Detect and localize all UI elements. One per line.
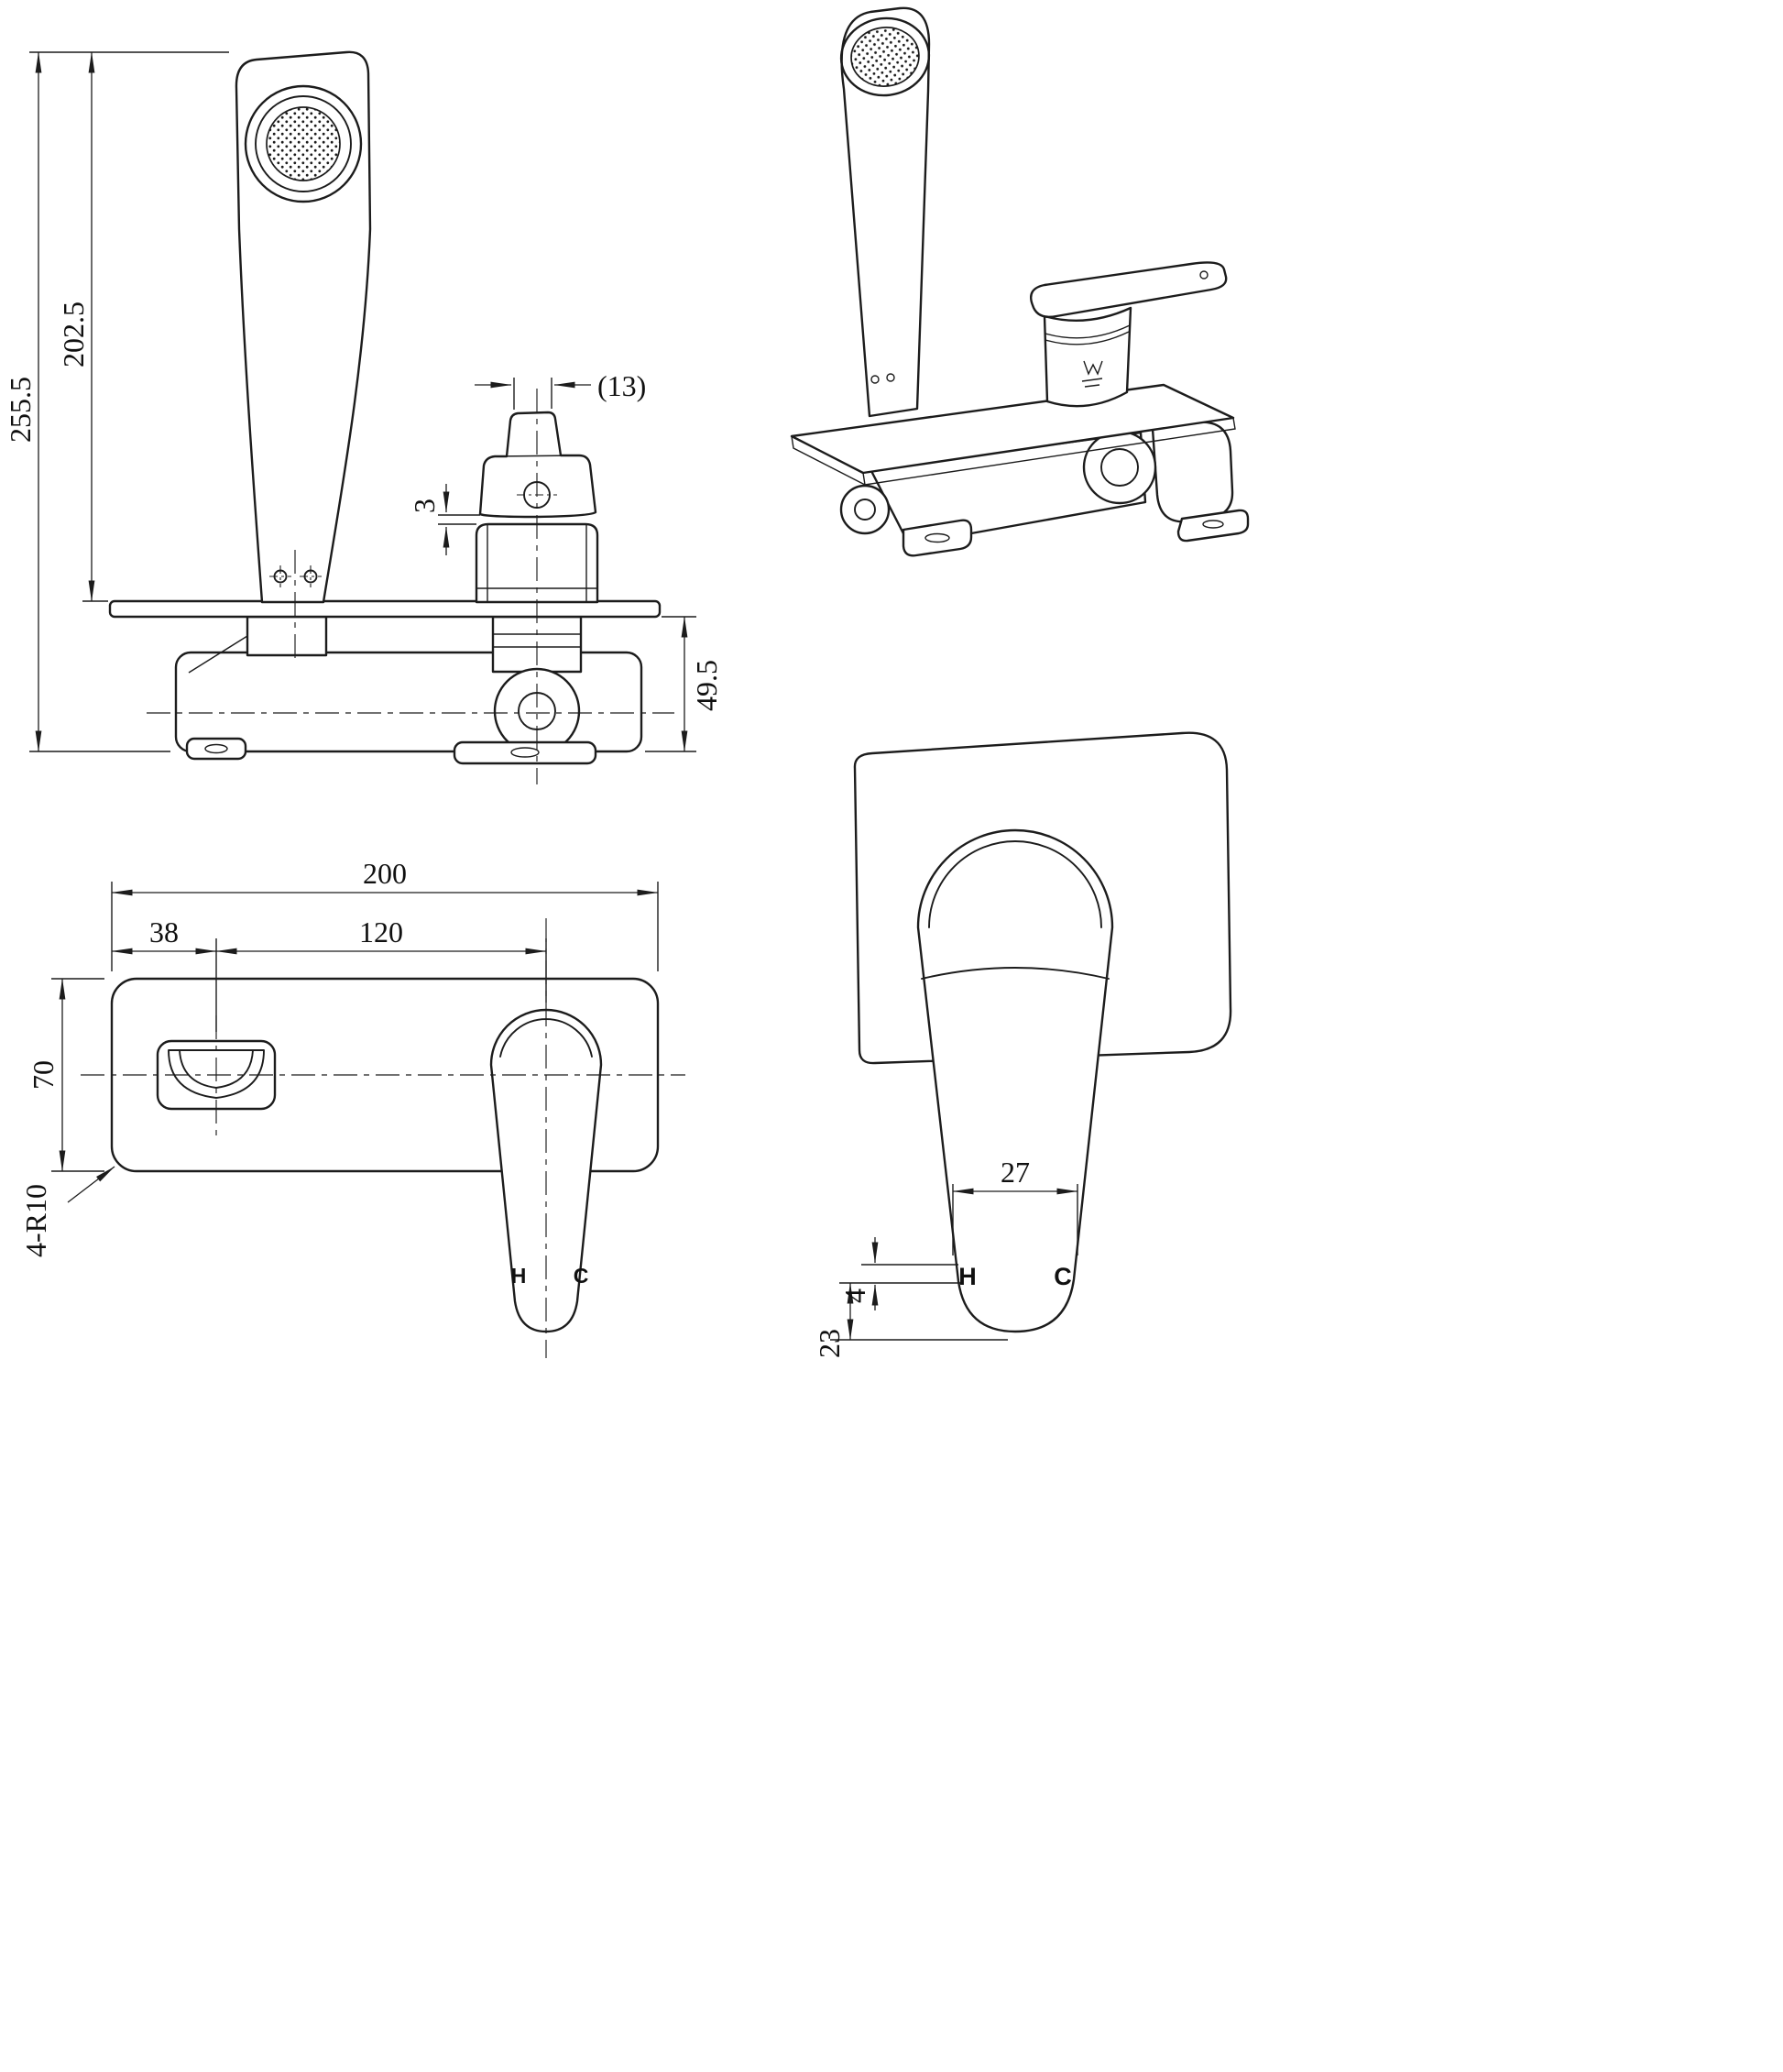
front-wall-plate (108, 599, 662, 619)
handle-detail-view: 27 4 23 H C (813, 731, 1232, 1358)
iso-aerator-rim (839, 16, 931, 97)
detail-cold-label: C (1054, 1263, 1072, 1290)
iso-elbow-foot (1176, 509, 1250, 543)
front-left-mount-slot (204, 743, 228, 754)
detail-handle-blade-edge (921, 967, 1110, 980)
dim-label-spout-tip-width: (13) (597, 369, 646, 402)
iso-wall-plate-thickness (791, 417, 1236, 486)
front-lever-joint-line (494, 455, 578, 457)
plan-extension-lines (51, 882, 659, 1172)
dim-label-body-height: 49.5 (690, 660, 723, 711)
front-right-mount-slot (510, 747, 540, 758)
front-left-mount-tab (185, 737, 247, 761)
dim-label-plate-width: 70 (27, 1060, 60, 1090)
dim-label-spout-height: 202.5 (57, 301, 90, 367)
iso-inlet-port-inner (1100, 448, 1139, 487)
detail-handle (916, 828, 1114, 1333)
iso-under-plate-assembly (839, 421, 1250, 557)
front-spout-outline (235, 50, 372, 604)
front-dimensions: 255.5 202.5 (13) 3 49.5 (4, 51, 723, 752)
iso-spout-hole-right (886, 373, 895, 382)
plan-view: 200 38 120 70 4-R10 H C (19, 857, 685, 1358)
plan-dimensions: 200 38 120 70 4-R10 (19, 857, 659, 1257)
front-lever (478, 411, 597, 519)
plan-cold-label: C (574, 1264, 589, 1288)
iso-lever-hole (1199, 270, 1209, 280)
iso-mount-bracket-slot (924, 532, 950, 543)
front-aerator-rim (244, 84, 363, 203)
note-label-corner-radius: 4-R10 (19, 1184, 52, 1257)
dim-label-handle-width: 27 (1001, 1156, 1030, 1189)
front-valve-body (174, 615, 643, 765)
front-right-mount-tab (453, 740, 597, 765)
front-valve-chamfer-line (188, 635, 248, 674)
iso-cartridge-rims (1045, 324, 1131, 345)
iso-spout-hole-left (870, 375, 880, 384)
front-extension-lines (29, 51, 696, 752)
dim-label-handle-plate-gap: 3 (408, 499, 441, 513)
plan-hot-label: H (511, 1264, 527, 1288)
detail-extension-lines (830, 1184, 1078, 1341)
iso-cartridge-cylinder (1043, 306, 1132, 408)
dim-label-spout-to-handle: 120 (359, 915, 403, 948)
detail-handle-inner-arc (928, 840, 1102, 928)
front-aerator-ring (255, 95, 352, 192)
detail-dimensions: 27 4 23 (813, 1156, 1078, 1358)
dim-label-plate-length: 200 (363, 857, 407, 890)
leader-corner-radius (67, 1166, 115, 1203)
iso-elbow-foot-slot (1202, 520, 1224, 529)
iso-elbow-fitting (1151, 421, 1234, 523)
dim-label-spout-offset: 38 (149, 915, 179, 948)
dim-label-overall-height: 255.5 (4, 377, 37, 443)
isometric-view (790, 6, 1250, 557)
iso-lever-blade (1029, 261, 1228, 318)
iso-aerator (839, 16, 931, 97)
iso-mount-bracket (902, 519, 973, 557)
front-centerlines (147, 389, 674, 784)
front-view: 255.5 202.5 (13) 3 49.5 (4, 50, 723, 784)
front-spout (235, 50, 372, 604)
iso-left-cap-inner (854, 499, 876, 521)
watermark-logo-icon (1081, 360, 1103, 388)
detail-handle-outline (916, 828, 1114, 1333)
dim-label-tip-length: 23 (813, 1329, 846, 1358)
detail-hot-label: H (958, 1263, 977, 1290)
iso-aerator-mesh (850, 27, 920, 87)
front-aerator-mesh (266, 106, 341, 181)
iso-left-cap (839, 484, 891, 535)
dim-label-tip-offset: 4 (838, 1288, 871, 1303)
iso-spout (839, 6, 931, 418)
plan-handle-outline (489, 1008, 603, 1333)
iso-handle (1029, 261, 1228, 408)
front-spout-base (246, 615, 328, 657)
